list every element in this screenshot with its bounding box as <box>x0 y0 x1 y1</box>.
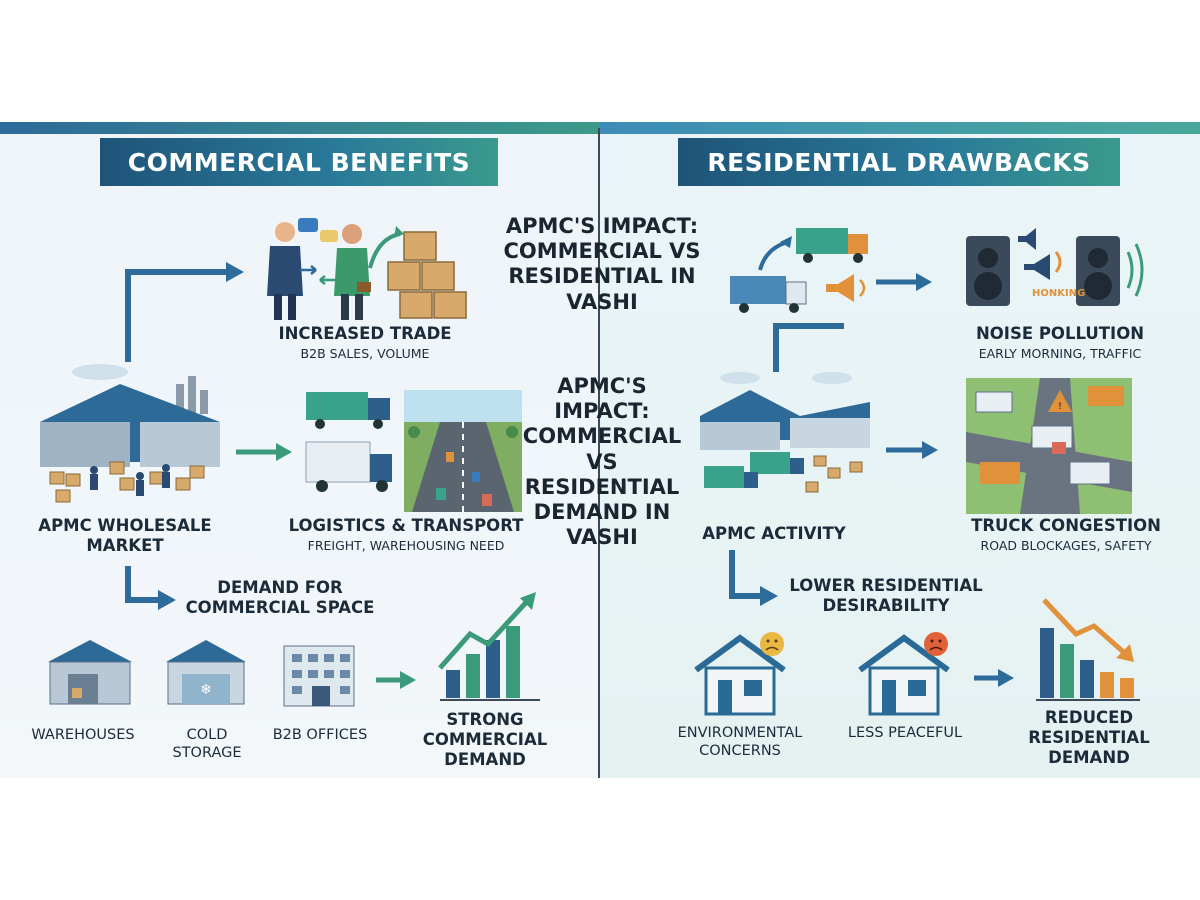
truck-congestion-subtitle: ROAD BLOCKAGES, SAFETY <box>980 538 1152 553</box>
speaker-noise-icon: HONKING <box>966 228 1144 306</box>
increased-trade-title: INCREASED TRADE <box>278 324 452 343</box>
residential-drawbacks-banner: RESIDENTIAL DRAWBACKS <box>678 138 1120 186</box>
increased-trade-subtitle: B2B SALES, VOLUME <box>300 346 430 361</box>
strong-commercial-demand-label: STRONG COMMERCIAL DEMAND <box>422 710 548 770</box>
svg-text:!: ! <box>1058 401 1062 412</box>
truck-highway-icon <box>305 390 522 512</box>
commercial-benefits-banner: COMMERCIAL BENEFITS <box>100 138 498 186</box>
infographic: COMMERCIAL BENEFITS <box>0 122 1200 778</box>
flow-arrows-left <box>125 262 416 689</box>
honking-text: HONKING <box>1032 288 1085 299</box>
noise-pollution-subtitle: EARLY MORNING, TRAFFIC <box>978 346 1142 361</box>
flow-arrows-right <box>729 273 1014 687</box>
falling-bar-chart-icon <box>1036 598 1140 701</box>
logistics-title: LOGISTICS & TRANSPORT <box>288 516 524 535</box>
b2b-offices-label: B2B OFFICES <box>272 727 368 743</box>
apmc-wholesale-market-label: APMC WHOLESALE MARKET <box>38 516 212 556</box>
cold-storage-icon: ❄ <box>166 640 246 705</box>
reduced-residential-demand-label: REDUCED RESIDENTIAL DEMAND <box>1028 708 1150 768</box>
svg-text:❄: ❄ <box>200 682 212 698</box>
apmc-activity-label: APMC ACTIVITY <box>702 524 846 543</box>
warehouses-label: WAREHOUSES <box>31 727 135 743</box>
noise-pollution-title: NOISE POLLUTION <box>975 324 1145 343</box>
cold-storage-label: COLD STORAGE <box>172 727 242 762</box>
demand-commercial-space-label: DEMAND FOR COMMERCIAL SPACE <box>185 578 375 618</box>
less-peaceful-label: LESS PEACEFUL <box>847 725 963 741</box>
center-title-middle: APMC'S IMPACT: COMMERCIAL VS RESIDENTIAL… <box>522 374 682 550</box>
lower-residential-desirability-label: LOWER RESIDENTIAL DESIRABILITY <box>789 576 983 616</box>
apmc-activity-icon <box>700 372 870 493</box>
traffic-jam-icon: ! <box>966 378 1132 514</box>
angry-house-icon <box>858 632 950 716</box>
center-divider <box>598 128 600 778</box>
apmc-market-building-icon <box>40 364 220 503</box>
warehouse-icon <box>48 640 132 705</box>
truck-congestion-title: TRUCK CONGESTION <box>971 516 1161 535</box>
rising-bar-chart-icon <box>438 592 540 701</box>
center-title-top: APMC'S IMPACT: COMMERCIAL VS RESIDENTIAL… <box>503 214 701 314</box>
environmental-concerns-label: ENVIRONMENTAL CONCERNS <box>677 725 803 760</box>
panel-top-bar <box>600 122 1200 134</box>
trucks-horn-icon <box>730 228 868 313</box>
panel-top-bar <box>0 122 600 134</box>
logistics-subtitle: FREIGHT, WAREHOUSING NEED <box>307 538 505 553</box>
handshake-trade-icon <box>267 218 467 320</box>
unhappy-house-icon <box>694 632 786 716</box>
commercial-benefits-panel: COMMERCIAL BENEFITS <box>0 122 600 778</box>
office-building-icon <box>283 645 355 707</box>
residential-drawbacks-panel: RESIDENTIAL DRAWBACKS HONKING <box>600 122 1200 778</box>
